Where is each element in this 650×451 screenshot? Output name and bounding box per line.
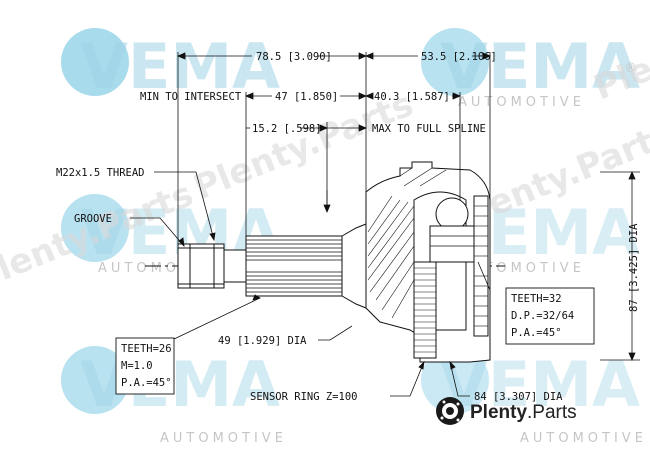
svg-text:®: ® [624,61,641,76]
svg-text:VEMA: VEMA [80,348,280,421]
spline-spec-box-left: TEETH=26 M=1.0 P.A.=45° [115,337,175,395]
shoulder [341,223,367,309]
svg-text:VEMA: VEMA [440,30,640,103]
brake-disc-icon [436,397,464,425]
dim-min-to-intersect-label: MIN TO INTERSECT [140,91,242,103]
svg-text:P.A.=45°: P.A.=45° [121,377,172,389]
watermark-vema-bottom-left: VEMA AUTOMOTIVE [61,346,287,446]
svg-text:D.P.=32/64: D.P.=32/64 [511,310,574,322]
dim-overall-right: 53.5 [2.106] [421,51,497,63]
threaded-end [177,243,225,289]
svg-text:AUTOMOTIVE: AUTOMOTIVE [160,431,287,446]
dim-ring-dia: 84 [3.307] DIA [474,391,563,403]
dim-outer-dia: 87 [3.425] DIA [628,223,640,312]
dim-groove: GROOVE [74,213,112,225]
dim-min-to-intersect: 47 [1.850] [275,91,338,103]
spline-spec-box-right: TEETH=32 D.P.=32/64 P.A.=45° [505,287,595,345]
plenty-parts-logo: Plenty.Parts [436,397,577,425]
svg-text:M=1.0: M=1.0 [121,360,153,372]
spline-shaft [245,235,343,297]
dim-overall-left: 78.5 [3.090] [256,51,332,63]
logo-wordmark: Plenty.Parts [470,402,577,423]
dim-max-full-spline-label: MAX TO FULL SPLINE [372,123,486,135]
dimension-lines [130,52,640,397]
watermark-vema-top-left: VEMA [61,28,280,103]
part-geometry [145,161,505,363]
svg-text:TEETH=32: TEETH=32 [511,293,562,305]
svg-text:TEETH=26: TEETH=26 [121,343,172,355]
dim-thread: M22x1.5 THREAD [56,167,145,179]
dimension-text: 78.5 [3.090] 53.5 [2.106] MIN TO INTERSE… [56,51,640,403]
watermark-vema-top-right: VEMA AUTOMOTIVE ® [421,28,641,110]
dim-sensor-ring: SENSOR RING Z=100 [250,391,357,403]
svg-text:VEMA: VEMA [80,30,280,103]
dim-shaft-dia: 49 [1.929] DIA [218,335,307,347]
sensor-ring [413,261,437,359]
svg-text:AUTOMOTIVE: AUTOMOTIVE [458,95,585,110]
svg-text:AUTOMOTIVE: AUTOMOTIVE [520,431,647,446]
svg-text:P.A.=45°: P.A.=45° [511,327,562,339]
groove-neck [223,249,247,283]
dim-full-spline-len: 15.2 [.598] [252,123,322,135]
dim-intersect-right: 40.3 [1.587] [374,91,450,103]
